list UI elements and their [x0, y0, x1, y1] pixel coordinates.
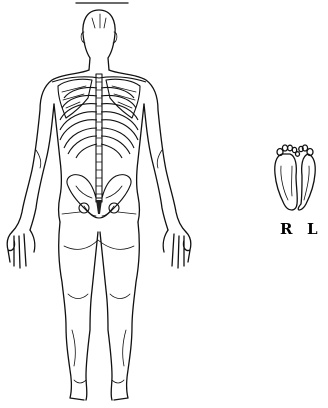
left-calf-mark — [72, 330, 75, 366]
right-hand — [163, 230, 191, 268]
scapula-hatching — [62, 86, 136, 108]
right-foot-label: R — [280, 220, 293, 238]
left-shoulder-arm-outline — [12, 70, 89, 232]
gluteal-fold — [64, 240, 134, 249]
head-outline — [83, 10, 115, 70]
left-knee-mark — [68, 294, 88, 299]
left-foot-label: L — [307, 220, 318, 238]
skeleton — [52, 74, 146, 218]
right-foot-inner — [281, 166, 292, 200]
right-shoulder-arm-outline — [109, 70, 186, 232]
trunk-right-side — [137, 104, 145, 222]
feet-soles: R L — [275, 145, 318, 238]
vertebrae-marks — [96, 82, 102, 194]
right-knee-mark — [110, 294, 130, 299]
left-foot-inner — [304, 166, 309, 200]
right-inner-arm — [144, 104, 168, 230]
trunk-left-side — [54, 104, 62, 222]
right-calf-mark — [123, 330, 126, 366]
hair-lines — [92, 14, 106, 28]
left-foot-outline — [298, 154, 315, 210]
right-ankle-mark — [112, 380, 124, 383]
left-foot-toes — [299, 145, 313, 156]
right-elbow-mark — [157, 150, 162, 168]
left-ankle-mark — [74, 380, 86, 383]
right-foot-sole — [275, 145, 300, 210]
left-hand — [7, 230, 35, 268]
left-elbow-mark — [36, 150, 41, 168]
right-inner-leg — [100, 232, 112, 400]
ribs-left — [60, 87, 97, 158]
left-foot-sole — [298, 145, 315, 210]
right-foot-outline — [275, 154, 298, 210]
left-inner-arm — [30, 104, 54, 230]
ribs-right — [101, 87, 138, 158]
sacrum — [96, 200, 102, 214]
left-inner-leg — [86, 232, 98, 400]
clavicles — [52, 77, 146, 82]
